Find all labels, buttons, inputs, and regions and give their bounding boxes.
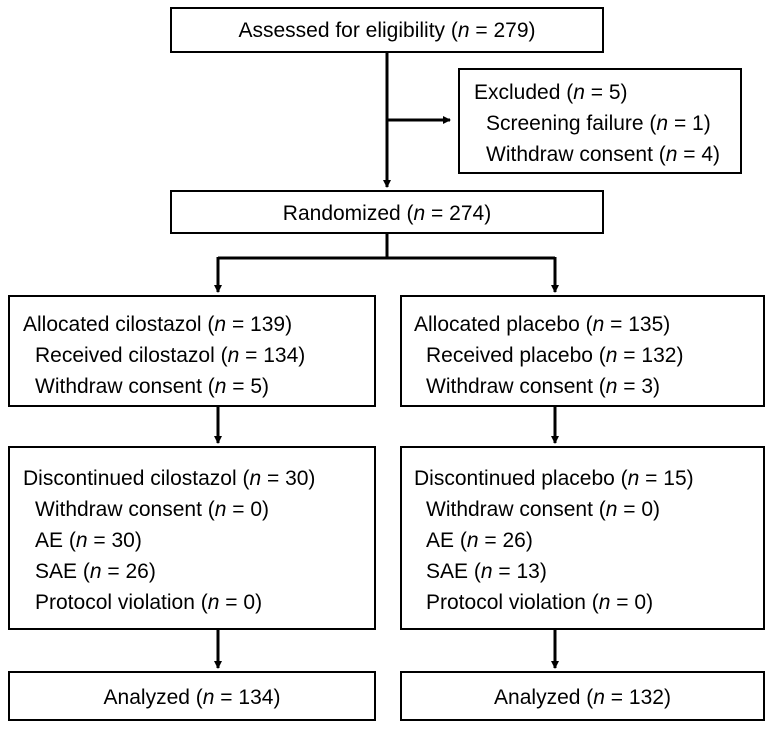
excluded-reason: Screening failure (n = 1) (486, 112, 711, 135)
left-discontinued-box: Discontinued cilostazol (n = 30) Withdra… (8, 446, 376, 630)
randomized-box: Randomized (n = 274) (170, 190, 604, 234)
left-discontinued-title: Discontinued cilostazol (n = 30) (23, 467, 316, 490)
excluded-box: Excluded (n = 5) Screening failure (n = … (458, 68, 742, 174)
left-allocated-item: Withdraw consent (n = 5) (35, 375, 270, 398)
left-discontinued-item: Protocol violation (n = 0) (35, 591, 263, 614)
right-discontinued-item: AE (n = 26) (426, 529, 533, 552)
right-discontinued-item: SAE (n = 13) (426, 560, 547, 583)
left-allocated-item: Received cilostazol (n = 134) (35, 344, 306, 367)
right-discontinued-item: Protocol violation (n = 0) (426, 591, 654, 614)
randomized-text: Randomized (n = 274) (282, 202, 492, 225)
left-analyzed-box: Analyzed (n = 134) (8, 671, 376, 721)
left-discontinued-item: AE (n = 30) (35, 529, 142, 552)
right-allocated-title: Allocated placebo (n = 135) (414, 313, 671, 336)
assessed-box: Assessed for eligibility (n = 279) (170, 7, 604, 53)
left-allocated-title: Allocated cilostazol (n = 139) (23, 313, 293, 336)
right-discontinued-box: Discontinued placebo (n = 15) Withdraw c… (400, 446, 765, 630)
left-discontinued-item: Withdraw consent (n = 0) (35, 498, 270, 521)
right-allocated-item: Received placebo (n = 132) (426, 344, 684, 367)
right-allocated-item: Withdraw consent (n = 3) (426, 375, 661, 398)
right-analyzed-text: Analyzed (n = 132) (494, 686, 671, 709)
right-analyzed-box: Analyzed (n = 132) (400, 671, 765, 721)
left-analyzed-text: Analyzed (n = 134) (103, 686, 281, 709)
left-allocated-box: Allocated cilostazol (n = 139) Received … (8, 295, 376, 407)
right-discontinued-item: Withdraw consent (n = 0) (426, 498, 661, 521)
right-discontinued-title: Discontinued placebo (n = 15) (414, 467, 694, 490)
right-allocated-box: Allocated placebo (n = 135) Received pla… (400, 295, 765, 407)
excluded-reason: Withdraw consent (n = 4) (486, 143, 721, 166)
left-discontinued-item: SAE (n = 26) (35, 560, 156, 583)
excluded-title: Excluded (n = 5) (474, 81, 628, 104)
assessed-text: Assessed for eligibility (n = 279) (238, 19, 536, 42)
